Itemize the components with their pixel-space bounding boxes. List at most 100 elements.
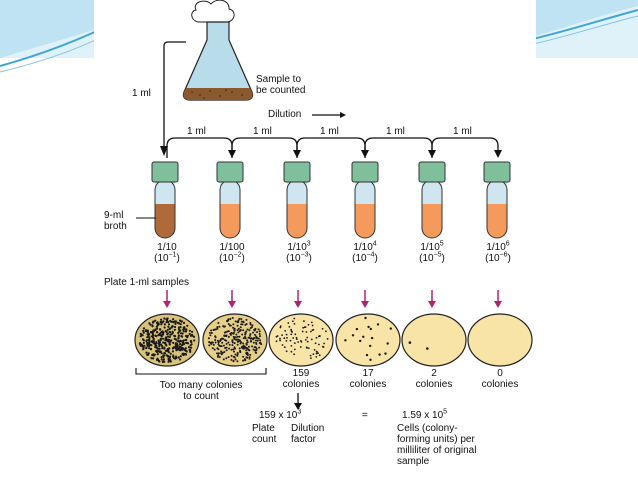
colony-dot (188, 332, 191, 336)
colony-dot (167, 357, 170, 361)
colony-dot (168, 340, 171, 343)
colony-dot (321, 327, 324, 330)
colony-dot (181, 340, 184, 344)
colony-dot (218, 325, 221, 328)
dilution-factor-line: Dilution (291, 423, 325, 434)
colony-dot (250, 326, 253, 329)
colony-dot (155, 342, 158, 345)
colony-dot (190, 343, 193, 346)
colony-dot (304, 339, 307, 341)
colony-dot (378, 353, 381, 356)
exp-end: ) (176, 253, 180, 264)
colony-dot (148, 336, 151, 339)
flask-label: Sample to be counted (256, 74, 306, 96)
colony-dot (310, 357, 312, 359)
colony-dot (164, 338, 167, 341)
colony-dot (234, 320, 237, 323)
exp-base: (10 (154, 253, 169, 264)
colony-dot (242, 347, 245, 350)
colony-dot (236, 320, 239, 323)
colony-dot (279, 339, 281, 342)
too-many-label: Too many colonies to count (131, 380, 271, 402)
colony-dot (145, 347, 148, 350)
colony-dot (364, 316, 367, 320)
colony-dot (169, 333, 172, 336)
tube (216, 161, 244, 239)
colony-dot (237, 319, 240, 322)
colony-dot (253, 328, 256, 331)
colony-dot (301, 330, 304, 333)
colony-dot (384, 352, 387, 355)
colony-dot (240, 341, 243, 344)
colony-dot (145, 339, 148, 342)
colony-dot (174, 322, 177, 325)
colony-dot (167, 349, 170, 353)
colony-dot (255, 351, 258, 354)
colony-dot (292, 320, 294, 323)
colony-dot (142, 327, 146, 330)
colony-word: colonies (349, 379, 387, 390)
colony-dot (162, 354, 165, 357)
colony-dot (208, 331, 211, 334)
colony-dot (208, 341, 211, 343)
exp-end: ) (507, 253, 511, 264)
colony-dot (294, 333, 297, 336)
fraction-text: 1/10 (353, 242, 373, 253)
colony-dot (221, 341, 224, 344)
colony-dot (148, 339, 151, 343)
colony-count: 2 (431, 368, 437, 379)
colony-dot (252, 331, 255, 334)
colony-dot (159, 328, 162, 331)
colony-dot (245, 349, 248, 352)
colony-dot (255, 347, 258, 350)
colony-dot (322, 346, 325, 348)
flask-transfer-label: 1 ml (132, 88, 151, 99)
colony-dot (247, 345, 250, 348)
colony-dot (351, 334, 355, 337)
colony-dot (174, 342, 177, 345)
colony-dot (186, 342, 189, 345)
colony-dot (162, 320, 165, 323)
tube-dilution-label: 1/106 (10−6) (478, 241, 518, 264)
colony-dot (293, 342, 296, 344)
colony-dot (240, 323, 243, 326)
colony-dot (247, 348, 250, 351)
colony-dot (163, 323, 166, 326)
colony-dot (236, 324, 239, 327)
colony-dot (228, 347, 231, 350)
calc-factor-exp: 3 (297, 408, 302, 416)
colony-dot (222, 337, 225, 340)
colony-dot (147, 352, 150, 355)
colony-dot (214, 341, 217, 344)
colony-dot (386, 342, 389, 345)
colony-dot (180, 332, 183, 335)
colony-dot (251, 345, 254, 348)
flask-transfer-line (163, 41, 186, 148)
transfer-arcs (166, 137, 499, 158)
colony-dot (158, 333, 161, 336)
colony-dot (225, 339, 228, 342)
colony-dot (173, 328, 176, 331)
colony-dot (249, 333, 252, 336)
colony-dot (287, 322, 290, 324)
colony-dot (166, 348, 169, 351)
colony-dot (148, 338, 151, 341)
colony-dot (246, 341, 249, 344)
colony-dot (216, 327, 219, 330)
plate-count-line: Plate (252, 423, 275, 434)
tube-fraction: 1/106 (478, 241, 518, 253)
colony-dot (236, 354, 239, 357)
colony-dot (176, 344, 179, 347)
colony-dot (230, 354, 233, 357)
plate-count-line: count (252, 434, 277, 445)
colony-dot (157, 350, 161, 353)
colony-dot (232, 355, 235, 358)
colony-dot (369, 358, 372, 361)
colony-dot (156, 347, 159, 350)
colony-dot (146, 330, 149, 333)
calc-times: x (278, 410, 284, 421)
colony-count-label: 159 colonies (271, 368, 331, 390)
colony-dot (161, 345, 164, 348)
colony-dot (229, 332, 232, 335)
colony-dot (233, 350, 235, 353)
